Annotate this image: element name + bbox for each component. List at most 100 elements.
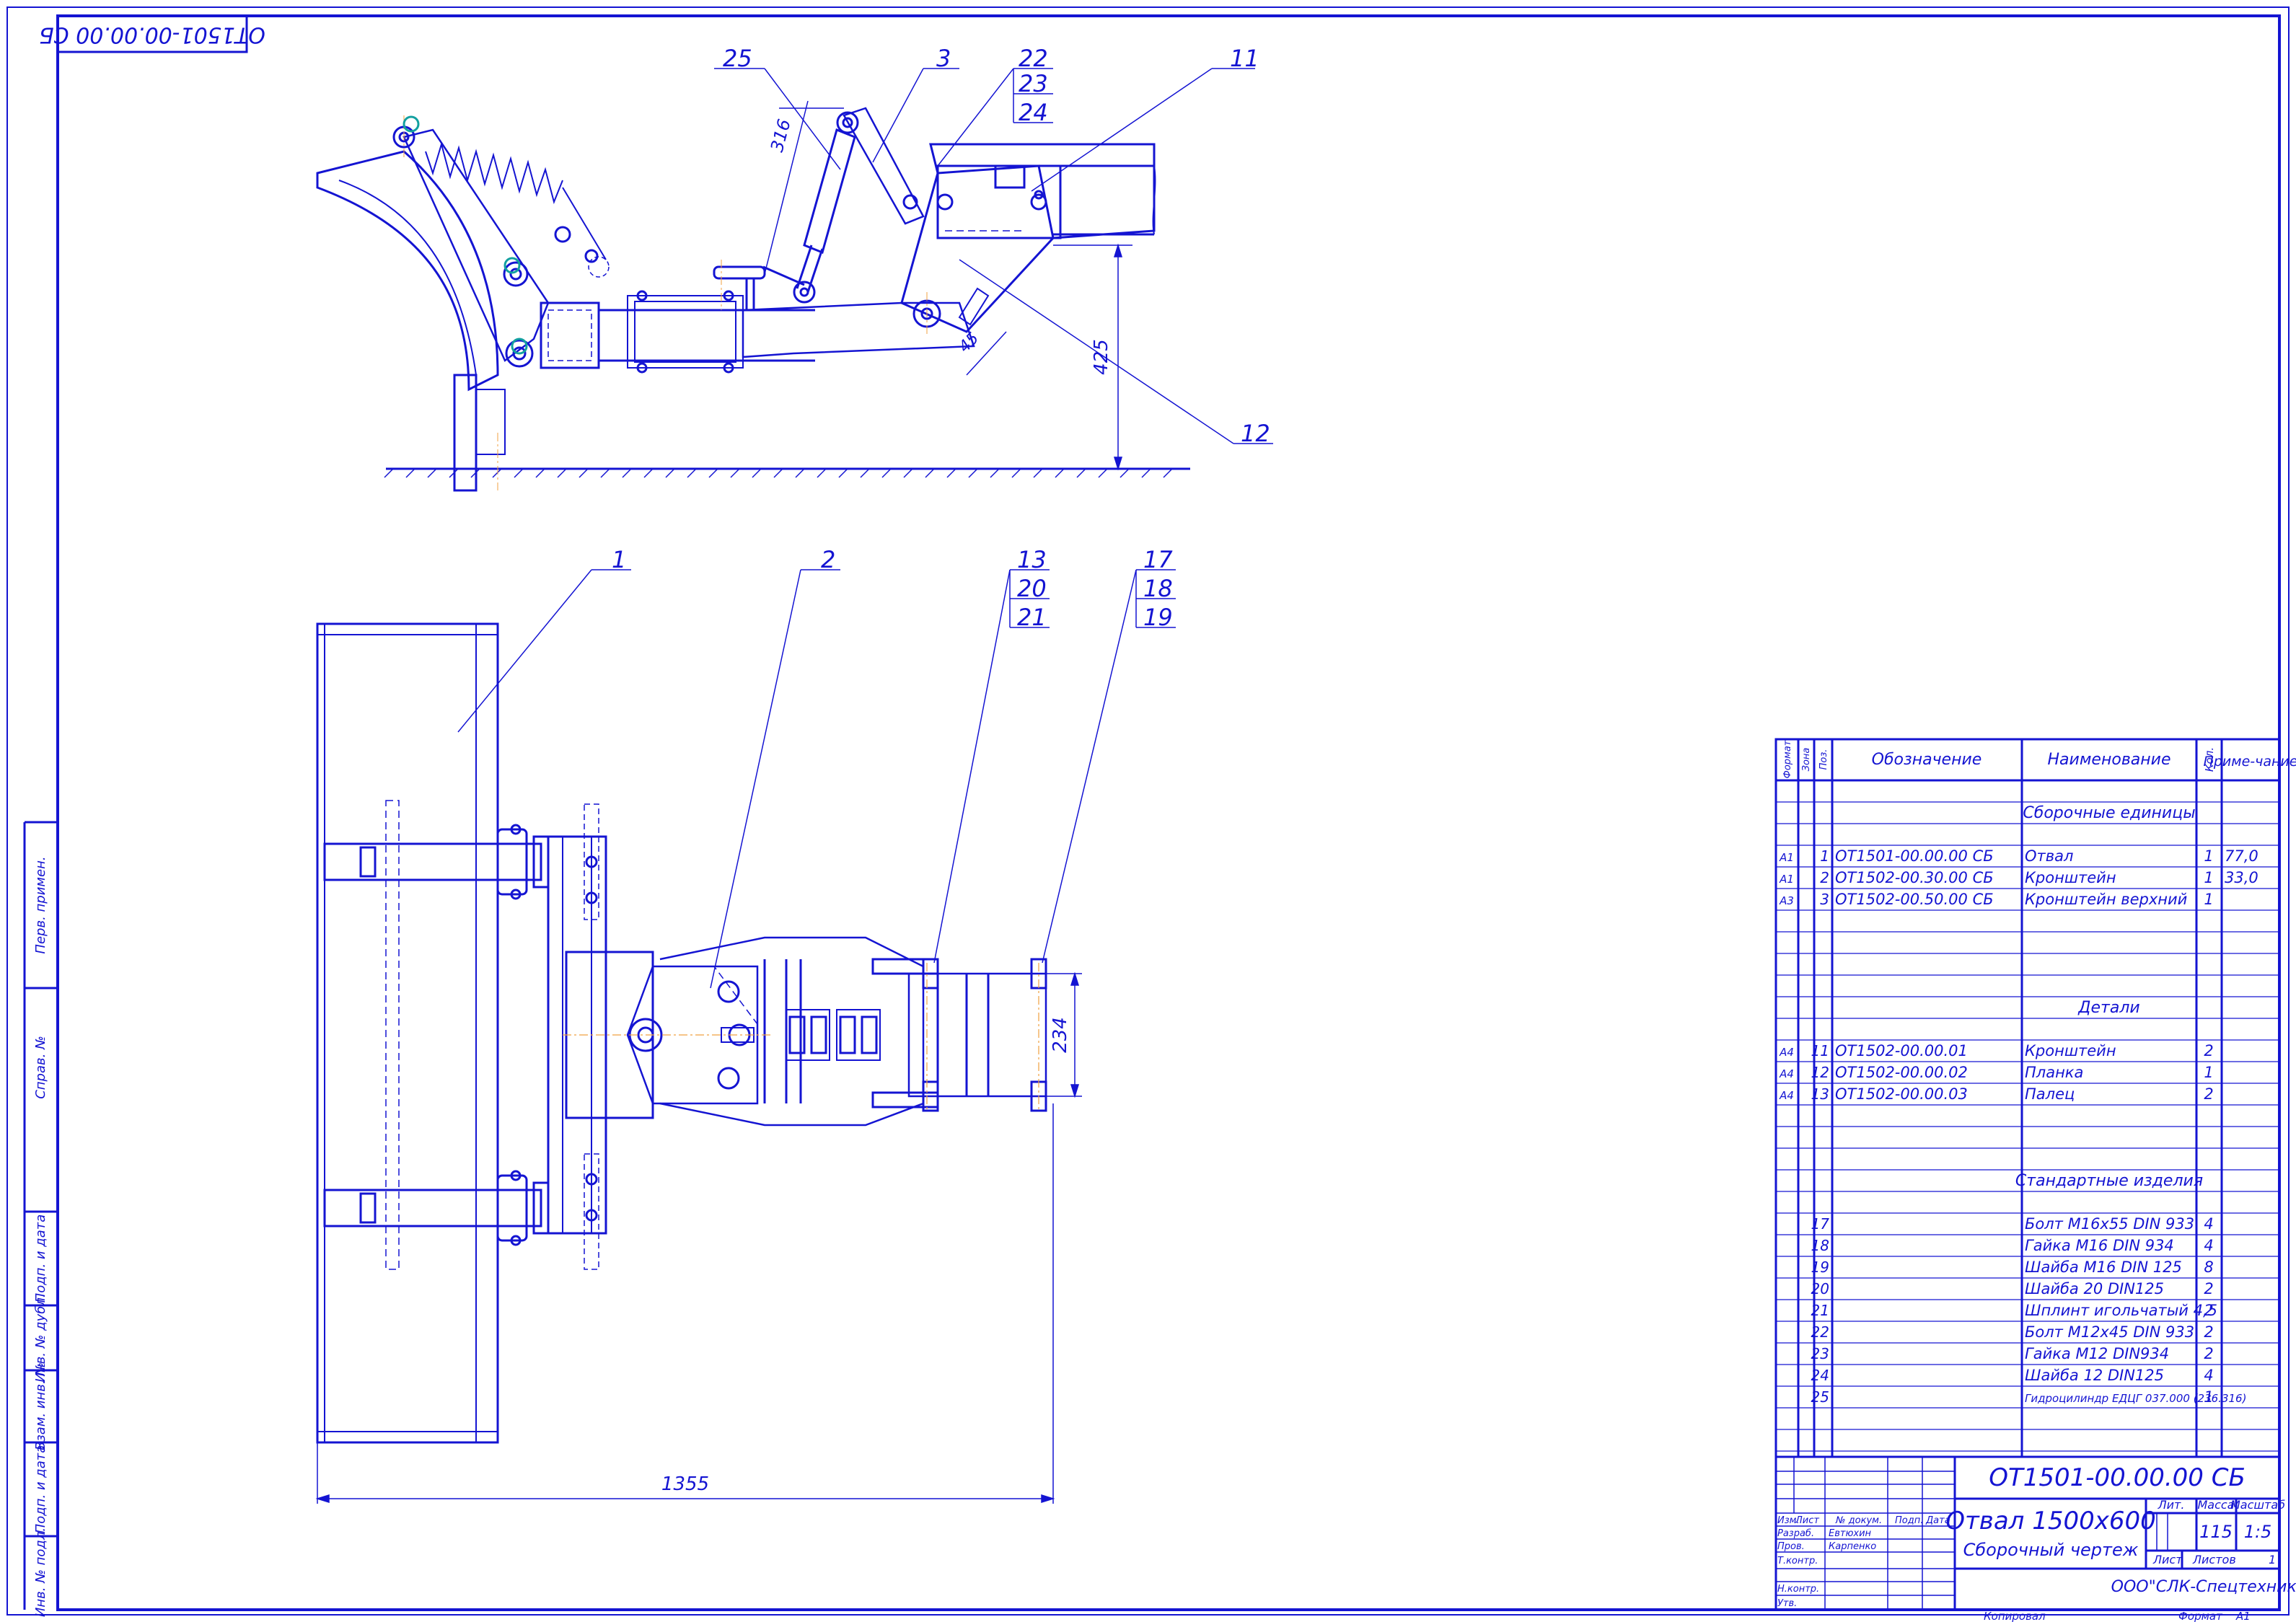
- callout-22: 22: [1019, 45, 1048, 72]
- blade-knife: [453, 374, 478, 492]
- hinge-arm-bottom: [323, 1189, 542, 1227]
- spec-cell: А1: [1779, 851, 1794, 864]
- svg-text:Кол.: Кол.: [2203, 747, 2216, 772]
- spec-cell: 21: [1811, 1302, 1829, 1319]
- dim-316: 316: [767, 117, 795, 154]
- callout-25: 25: [723, 45, 752, 72]
- spec-cell: 1: [2204, 847, 2213, 865]
- spec-cell: 2: [1820, 869, 1829, 886]
- title-block-text: ОТ1501-00.00.00 СБ Отвал 1500х600 Сбороч…: [1777, 1463, 2296, 1622]
- tb-code: ОТ1501-00.00.00 СБ: [1989, 1463, 2246, 1492]
- side-view-dimensions: [764, 100, 1132, 471]
- callout-21: 21: [1017, 604, 1047, 631]
- spec-cell: Шайба 20 DIN125: [2025, 1280, 2164, 1297]
- svg-text:Н.контр.: Н.контр.: [1777, 1584, 1819, 1595]
- tb-title: Отвал 1500х600: [1945, 1507, 2156, 1535]
- frame-block: [540, 301, 600, 369]
- svg-text:Масштаб: Масштаб: [2230, 1498, 2285, 1512]
- svg-text:Формат: Формат: [2178, 1610, 2223, 1622]
- svg-text:Евтюхин: Евтюхин: [1829, 1528, 1872, 1539]
- blade-plan: [316, 622, 499, 1444]
- left-side-strip: [23, 821, 58, 1610]
- spec-cell: 2: [2204, 1280, 2213, 1297]
- spec-cell: ОТ1502-00.30.00 СБ: [1835, 869, 1994, 886]
- spec-cell: ОТ1502-00.00.01: [1835, 1042, 1968, 1059]
- spec-cell: 3: [1820, 891, 1829, 908]
- svg-text:Дата: Дата: [1925, 1515, 1950, 1526]
- svg-text:Изм.: Изм.: [1777, 1515, 1800, 1526]
- spec-cell: Шайба 12 DIN125: [2025, 1367, 2164, 1384]
- svg-text:Приме-чание: Приме-чание: [2204, 754, 2296, 770]
- spec-header: Формат Зона Поз. Обозначение Наименовани…: [1782, 740, 2296, 778]
- spec-cell: А1: [1779, 873, 1794, 886]
- svg-text:Разраб.: Разраб.: [1777, 1528, 1814, 1539]
- svg-text:Обозначение: Обозначение: [1872, 751, 1982, 769]
- spec-cell: 2: [2204, 1323, 2213, 1341]
- dim-1355: 1355: [661, 1473, 709, 1495]
- top-view: [316, 622, 1047, 1444]
- spec-cell: 2: [2204, 1302, 2213, 1319]
- callout-24: 24: [1019, 99, 1048, 126]
- tb-subtitle: Сборочный чертеж: [1963, 1540, 2139, 1560]
- spec-cell: 18: [1811, 1237, 1829, 1254]
- svg-text:Взам. инв. №: Взам. инв. №: [33, 1362, 48, 1450]
- tb-mass: 115: [2199, 1522, 2233, 1542]
- spec-cell: 1: [1820, 847, 1829, 865]
- return-spring: [425, 141, 563, 205]
- spec-cell: А4: [1779, 1089, 1794, 1102]
- side-strip-labels: Перв. примен. Справ. № Подп. и дата Инв.…: [33, 856, 48, 1617]
- svg-text:Копировал: Копировал: [1984, 1610, 2046, 1622]
- spec-cell: 4: [2204, 1237, 2213, 1254]
- dim-425: 425: [1091, 339, 1112, 375]
- dim-234: 234: [1050, 1017, 1071, 1053]
- svg-text:Листов: Листов: [2192, 1553, 2236, 1566]
- spec-cell: 17: [1811, 1215, 1830, 1233]
- plank-12: [958, 287, 990, 326]
- spec-cell: 4: [2204, 1215, 2213, 1233]
- pin-bracket: [627, 295, 744, 369]
- spec-cell: Сборочные единицы: [2023, 804, 2195, 822]
- spec-cell: Болт М16х55 DIN 933: [2025, 1215, 2194, 1233]
- side-view: [316, 107, 1190, 492]
- spec-cell: 77,0: [2225, 847, 2258, 865]
- spec-cell: 1: [2204, 1388, 2213, 1406]
- callout-1: 1: [612, 546, 626, 573]
- spec-cell: ОТ1501-00.00.00 СБ: [1835, 847, 1994, 865]
- spec-cell: 2: [2204, 1345, 2213, 1362]
- svg-text:Лист: Лист: [1795, 1515, 1819, 1526]
- svg-text:Т.контр.: Т.контр.: [1777, 1556, 1818, 1566]
- spec-cell: 23: [1811, 1345, 1829, 1362]
- svg-text:№ докум.: № докум.: [1835, 1515, 1882, 1526]
- dim-45: 45: [956, 330, 982, 356]
- tb-scale: 1:5: [2244, 1522, 2272, 1542]
- spec-cell: ОТ1502-00.00.03: [1835, 1085, 1968, 1103]
- spec-cell: Стандартные изделия: [2015, 1172, 2203, 1190]
- drawbar-tongue: [659, 936, 925, 1127]
- spec-cell: 12: [1811, 1064, 1829, 1081]
- callout-23: 23: [1019, 70, 1048, 97]
- hinge-pin-mid: [503, 261, 529, 287]
- spec-cell: А4: [1779, 1046, 1794, 1059]
- stamp-box: [56, 14, 248, 53]
- spec-cell: 13: [1811, 1085, 1829, 1103]
- top-view-leaders: [457, 569, 1176, 989]
- callout-17: 17: [1143, 546, 1173, 573]
- spec-cell: 24: [1811, 1367, 1829, 1384]
- callout-19: 19: [1143, 604, 1173, 631]
- spec-cell: 8: [2204, 1259, 2213, 1276]
- spec-cell: Планка: [2025, 1064, 2083, 1081]
- upper-link: [843, 107, 925, 225]
- spec-cell: Гайка М12 DIN934: [2025, 1345, 2169, 1362]
- spec-cell: Детали: [2077, 999, 2139, 1017]
- spec-cell: А4: [1779, 1067, 1794, 1080]
- dim-316-line: [764, 100, 809, 275]
- svg-text:Формат: Формат: [1782, 740, 1793, 778]
- hitch-plate-top: [871, 958, 939, 975]
- svg-text:Справ. №: Справ. №: [33, 1036, 48, 1099]
- callout-20: 20: [1017, 575, 1047, 602]
- spec-cell: 1: [2204, 891, 2213, 908]
- svg-text:1: 1: [2269, 1553, 2276, 1566]
- spec-cell: 33,0: [2225, 869, 2258, 886]
- spec-cell: Шплинт игольчатый 4,5: [2025, 1302, 2217, 1319]
